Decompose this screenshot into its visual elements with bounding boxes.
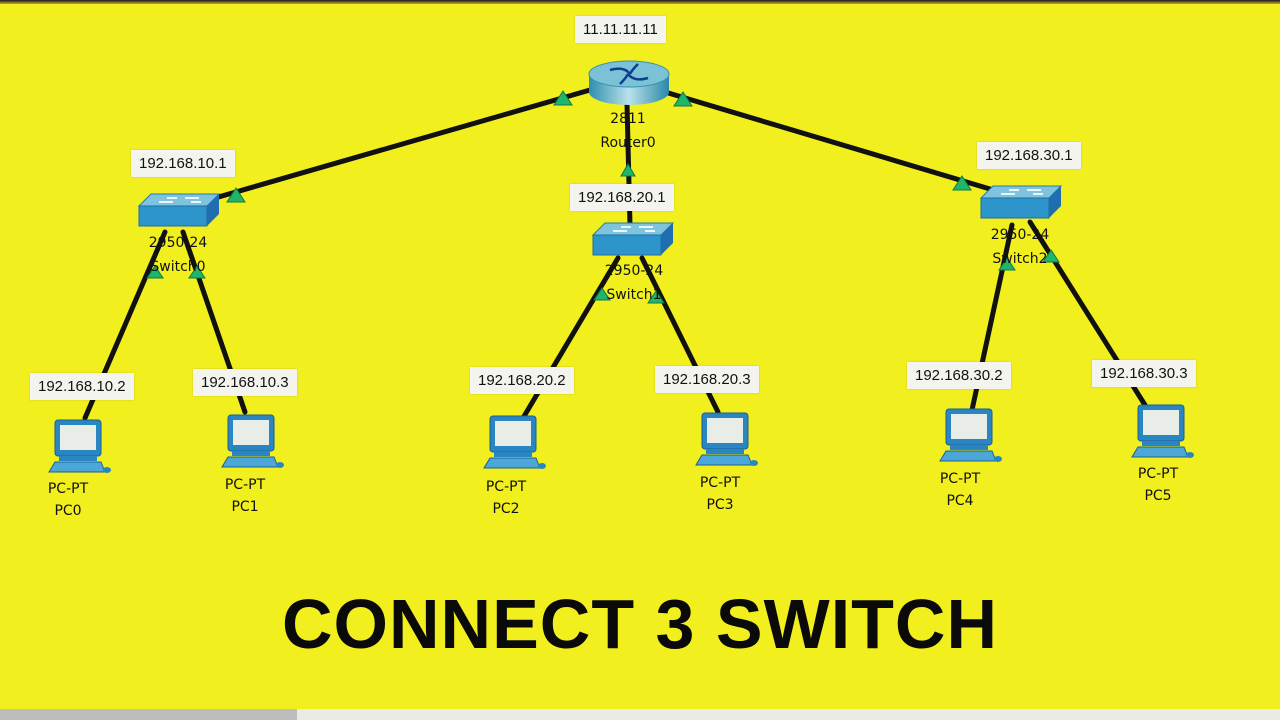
switch0-name: Switch0 [150,259,206,275]
scrollbar-track[interactable] [0,709,297,720]
pc1-ip-label: 192.168.10.3 [193,369,297,396]
top-edge [0,0,1280,4]
router-name: Router0 [600,135,656,151]
port-up-indicator [647,290,665,304]
router-model: 2811 [610,111,646,127]
switch1-name: Switch1 [606,287,662,303]
pc1-model: PC-PT [224,477,266,493]
switch-icon[interactable] [137,192,221,233]
pc-icon[interactable] [45,418,111,481]
pc-icon[interactable] [936,407,1002,470]
pc3-name: PC3 [706,497,734,513]
link-switch1-pc2[interactable] [520,255,621,421]
pc2-name: PC2 [492,501,520,517]
port-up-indicator [226,187,246,203]
pc3-ip-label: 192.168.20.3 [655,366,759,393]
link-router0-switch2[interactable] [662,89,1003,195]
switch-icon[interactable] [591,221,675,262]
pc-icon[interactable] [1128,403,1194,466]
switch1-ip-label: 192.168.20.1 [570,184,674,211]
port-up-indicator [593,287,611,301]
pc5-model: PC-PT [1137,466,1179,482]
switch2-ip-label: 192.168.30.1 [977,142,1081,169]
pc0-ip-label: 192.168.10.2 [30,373,134,400]
port-up-indicator [1042,249,1060,263]
bottom-edge [0,709,1280,720]
router-ip-label: 11.11.11.11 [575,16,666,43]
switch0-model: 2950-24 [148,235,208,251]
pc5-name: PC5 [1144,488,1172,504]
switch-icon[interactable] [979,184,1063,225]
pc4-ip-label: 192.168.30.2 [907,362,1011,389]
page-title: CONNECT 3 SWITCH [282,585,998,663]
pc-icon[interactable] [692,411,758,474]
pc-icon[interactable] [218,413,284,476]
port-up-indicator [553,90,573,106]
pc2-ip-label: 192.168.20.2 [470,367,574,394]
pc4-name: PC4 [946,493,974,509]
port-up-indicator [952,175,972,191]
pc3-model: PC-PT [699,475,741,491]
switch1-model: 2950-24 [604,263,664,279]
link-router0-switch0[interactable] [212,87,593,201]
port-up-indicator [998,257,1016,271]
port-up-indicator [673,91,693,107]
port-up-indicator [188,265,206,279]
pc5-ip-label: 192.168.30.3 [1092,360,1196,387]
router-icon[interactable] [586,58,672,113]
pc1-name: PC1 [231,499,259,515]
port-up-indicator [620,163,636,177]
pc-icon[interactable] [480,414,546,477]
pc0-model: PC-PT [47,481,89,497]
switch2-model: 2950-24 [990,227,1050,243]
pc4-model: PC-PT [939,471,981,487]
switch0-ip-label: 192.168.10.1 [131,150,235,177]
switch2-name: Switch2 [992,251,1048,267]
pc0-name: PC0 [54,503,82,519]
port-up-indicator [146,265,164,279]
pc2-model: PC-PT [485,479,527,495]
